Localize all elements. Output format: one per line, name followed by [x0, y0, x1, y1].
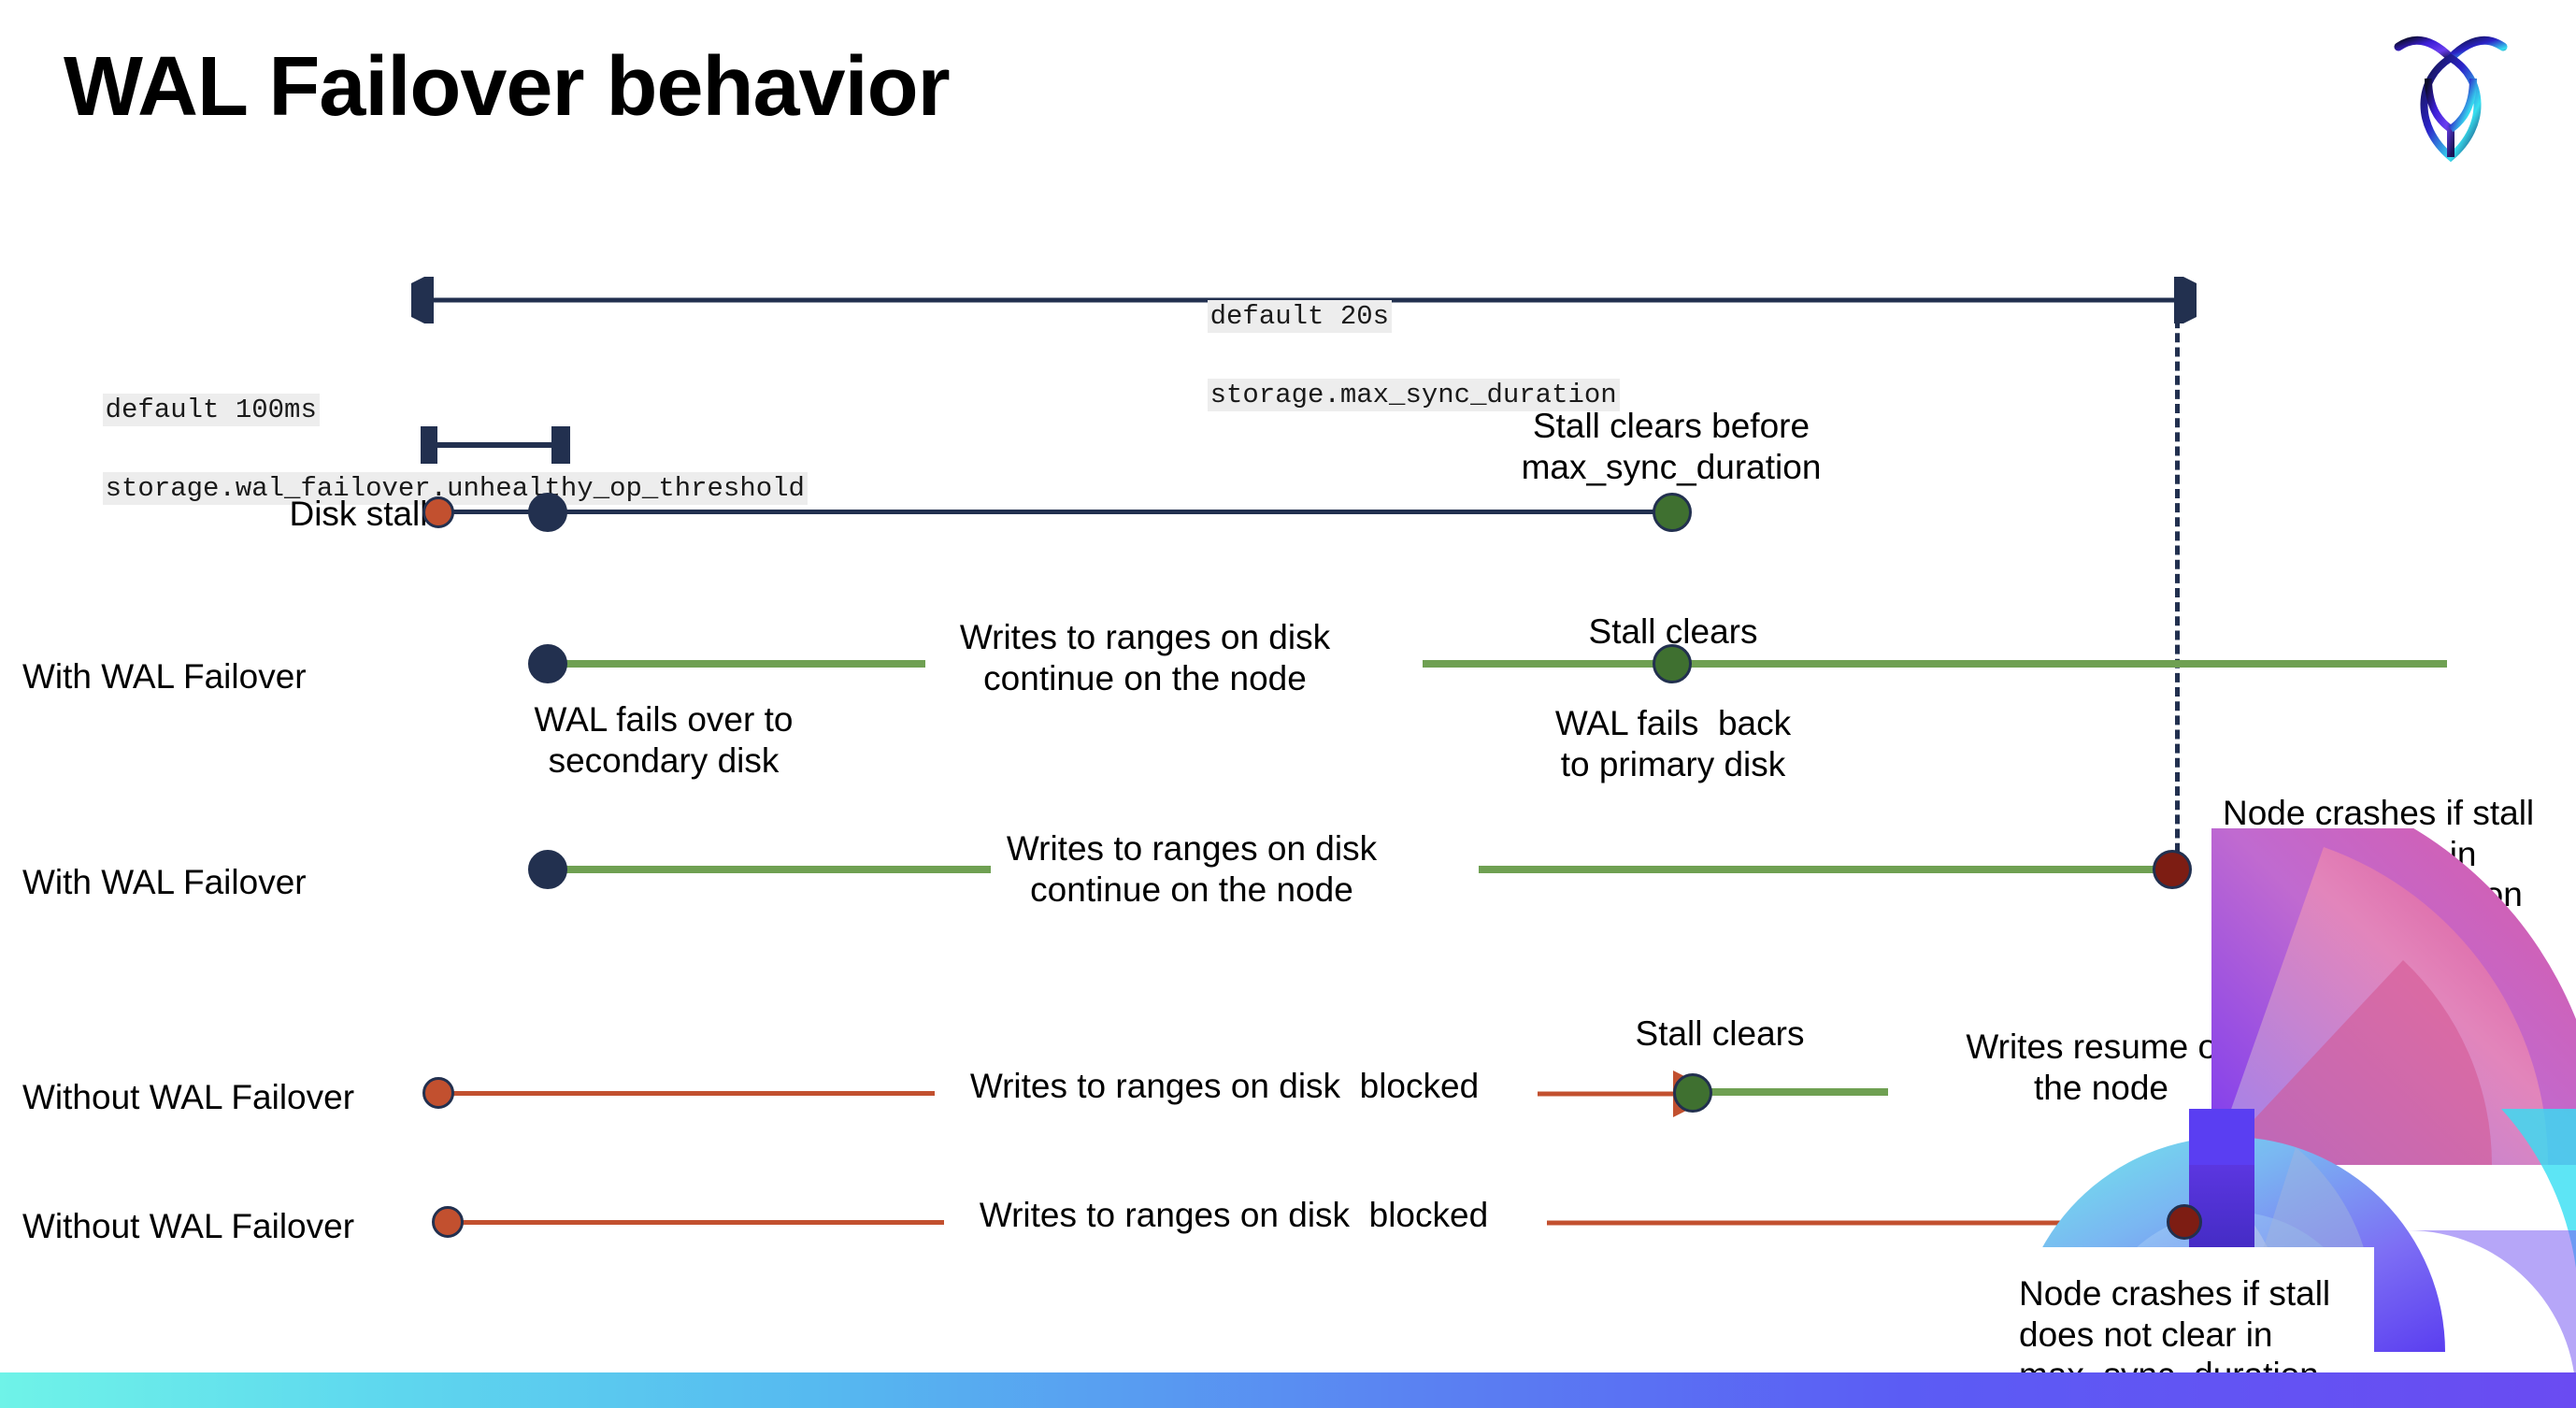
annotation-writes-continue-1: Writes to ranges on disk continue on the… — [959, 618, 1331, 697]
annotation-writes-blocked-1: Writes to ranges on disk blocked — [969, 1067, 1480, 1105]
disk-stalls-timeline — [439, 510, 1673, 514]
stall-clear-marker-row4 — [1673, 1073, 1712, 1113]
without-failover-blocked-timeline-1 — [439, 1091, 935, 1096]
row-label-without-wal-failover-crashes: Without WAL Failover — [22, 1207, 355, 1245]
row-label-disk-stalls: Disk stalls — [289, 495, 445, 533]
row-label-without-wal-failover-recovers: Without WAL Failover — [22, 1078, 355, 1116]
without-failover-blocked-timeline-2 — [449, 1220, 944, 1225]
with-failover-crash-timeline-segment-1 — [551, 866, 991, 873]
unhealthy-op-threshold-setting: default 100ms storage.wal_failover.unhea… — [37, 352, 808, 548]
without-failover-blocked-arrow-1 — [1538, 1070, 1696, 1117]
wal-failover-trigger-marker — [528, 493, 567, 532]
annotation-stall-clears-row2: Stall clears — [1588, 612, 1758, 651]
without-failover-resume-timeline-1 — [1701, 1088, 1888, 1096]
wal-failover-to-secondary-marker — [528, 644, 567, 683]
row-label-with-wal-failover-crashes: With WAL Failover — [22, 863, 307, 901]
cockroachdb-logo-icon — [2385, 26, 2516, 166]
annotation-stall-clears-row4: Stall clears — [1635, 1014, 1805, 1053]
row-label-with-wal-failover-recovers: With WAL Failover — [22, 657, 307, 696]
annotation-stall-clears-before-max-sync: Stall clears before max_sync_duration — [1521, 407, 1822, 486]
wal-failback-stall-clear-marker — [1653, 644, 1692, 683]
page-title: WAL Failover behavior — [64, 40, 951, 134]
unhealthy-name-text: storage.wal_failover.unhealthy_op_thresh… — [102, 472, 808, 506]
node-crash-marker-row5 — [2167, 1204, 2202, 1240]
max-sync-default-text: default 20s — [1207, 300, 1393, 334]
with-failover-crash-timeline-segment-2 — [1479, 866, 2175, 873]
max-sync-duration-guide-line — [2175, 305, 2180, 881]
with-failover-timeline-segment-2 — [1423, 660, 2447, 668]
annotation-wal-fails-back: WAL fails back to primary disk — [1554, 704, 1792, 783]
annotation-writes-continue-2: Writes to ranges on disk continue on the… — [1006, 829, 1378, 909]
max-sync-duration-span-arrow — [411, 277, 2197, 323]
disk-stall-start-marker-row4 — [422, 1077, 454, 1109]
disk-stall-clear-marker — [1653, 493, 1692, 532]
annotation-wal-fails-over: WAL fails over to secondary disk — [534, 700, 794, 780]
unhealthy-threshold-span-arrow — [421, 426, 570, 464]
max-sync-name-text: storage.max_sync_duration — [1207, 379, 1620, 412]
with-failover-timeline-segment-1 — [551, 660, 925, 668]
disk-stall-start-marker — [422, 496, 454, 528]
wal-failover-to-secondary-marker-2 — [528, 850, 567, 889]
max-sync-duration-setting: default 20s storage.max_sync_duration — [1142, 258, 1620, 454]
bottom-gradient-bar — [0, 1372, 2576, 1408]
disk-stall-start-marker-row5 — [432, 1206, 464, 1238]
node-crash-marker-row3 — [2153, 850, 2192, 889]
annotation-writes-blocked-2: Writes to ranges on disk blocked — [979, 1196, 1489, 1234]
unhealthy-default-text: default 100ms — [102, 394, 320, 427]
